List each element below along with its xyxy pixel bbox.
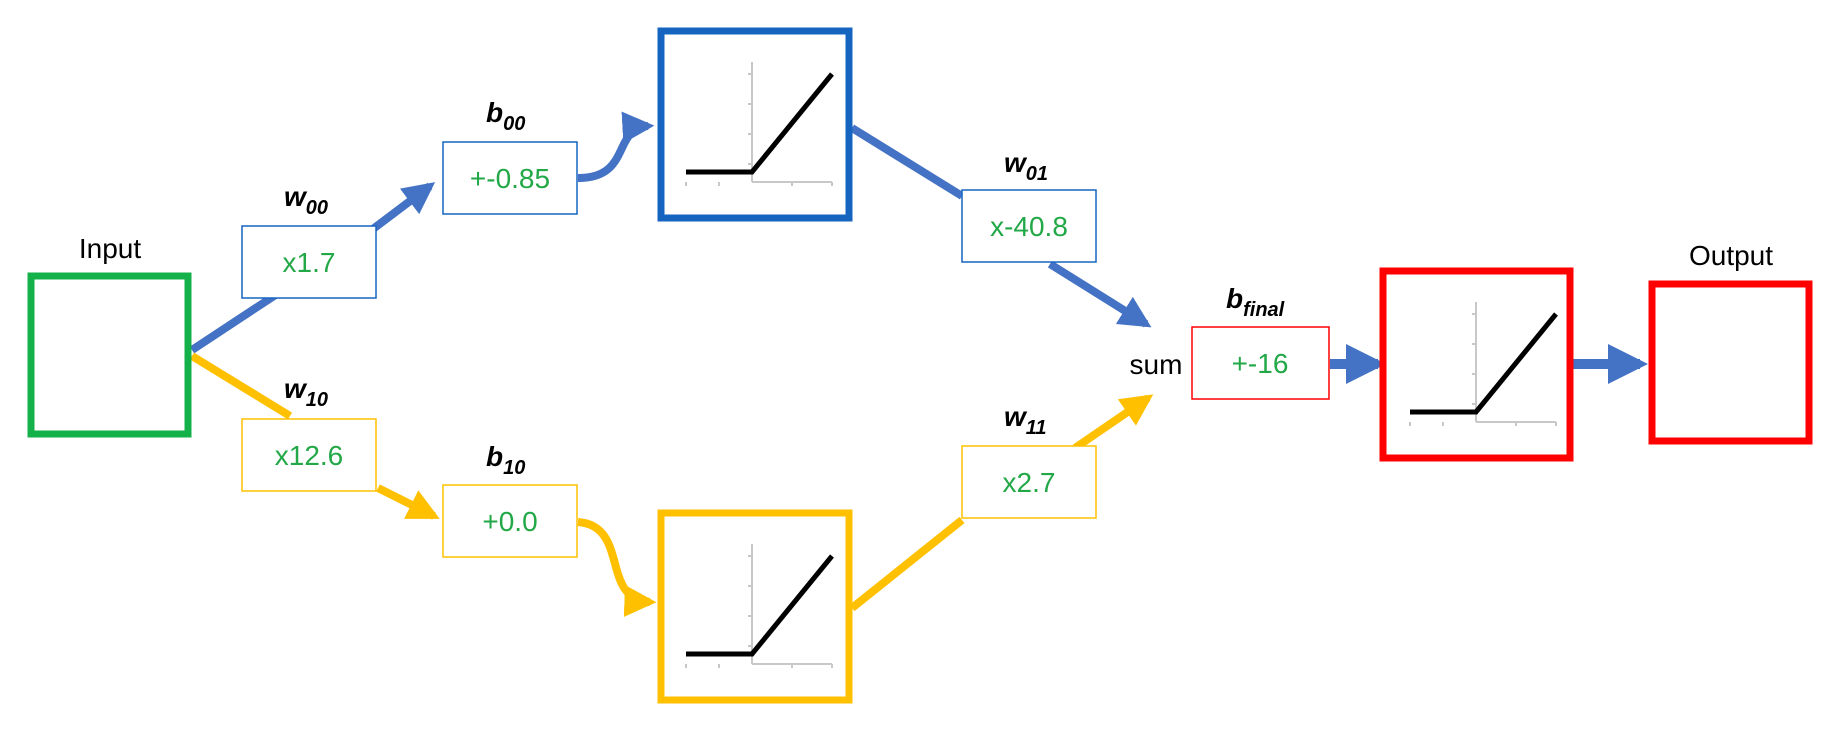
b00-box: [442, 141, 578, 215]
input-node: [27, 272, 192, 438]
w00-symbol: w00: [284, 181, 328, 219]
b00-symbol: b00: [486, 97, 525, 135]
relu-bottom-node: [657, 509, 853, 704]
edge-b00-to-relu-top: [577, 111, 655, 182]
edge-input-to-w00: [189, 288, 283, 354]
w10-value: x12.6: [275, 440, 344, 471]
w01-symbol: w01: [1004, 147, 1048, 185]
edge-input-to-w10: [189, 352, 293, 420]
w11-box: [961, 445, 1097, 519]
edge-w01-to-sum: [1047, 260, 1152, 328]
edge-relu-bottom-to-w11: [849, 516, 965, 612]
input-label: Input: [79, 233, 141, 264]
b00-value: +-0.85: [470, 163, 550, 194]
output-node: [1648, 280, 1813, 445]
b10-value: +0.0: [482, 506, 537, 537]
w00-box: [241, 225, 377, 299]
bfinal-symbol: bfinal: [1226, 283, 1285, 321]
bfinal-value: +-16: [1232, 348, 1289, 379]
relu-top-node: [657, 27, 853, 222]
w11-value: x2.7: [1003, 467, 1056, 498]
w10-box: [241, 418, 377, 492]
w10-symbol: w10: [284, 373, 328, 411]
edge-relu-top-to-w01: [849, 124, 965, 200]
edge-w10-to-b10: [376, 484, 440, 520]
w11-symbol: w11: [1004, 401, 1047, 439]
b10-box: [442, 484, 578, 558]
bfinal-box: [1191, 326, 1330, 400]
w00-value: x1.7: [283, 247, 336, 278]
sum-label: sum: [1130, 349, 1183, 380]
edge-w11-to-sum: [1072, 394, 1154, 452]
b10-symbol: b10: [486, 441, 525, 479]
edge-b10-to-relu-bottom: [577, 518, 657, 617]
output-label: Output: [1689, 240, 1773, 271]
w01-box: [961, 189, 1097, 263]
w01-value: x-40.8: [990, 211, 1068, 242]
